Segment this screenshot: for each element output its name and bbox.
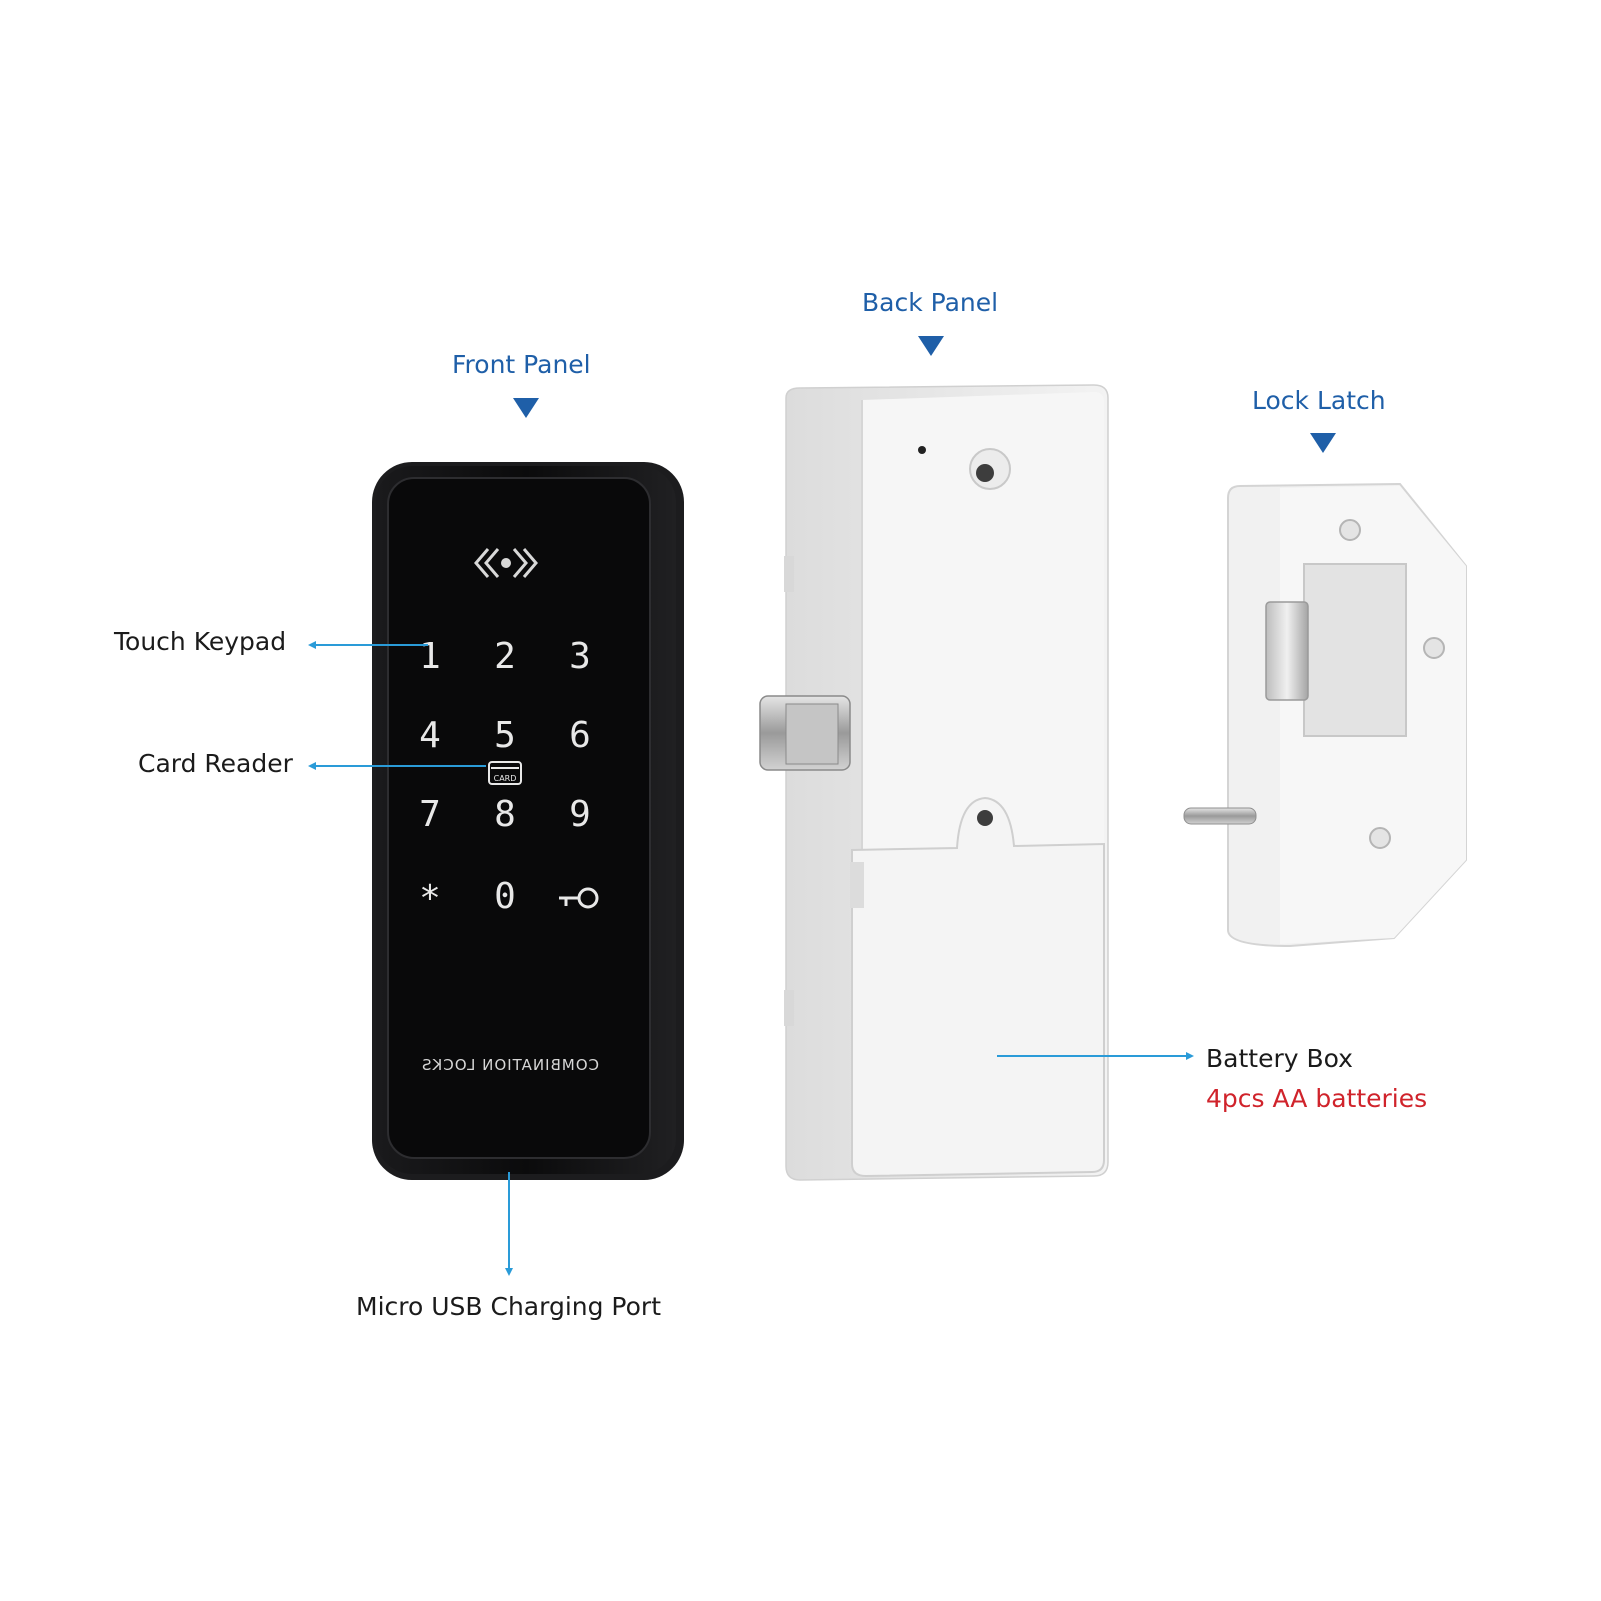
side-slot-top <box>784 556 794 592</box>
heading-lock-latch: Lock Latch <box>1252 386 1386 415</box>
touch-keypad: 1 2 3 4 5 6 7 8 9 * 0 <box>419 636 591 919</box>
nfc-icon <box>474 548 538 578</box>
callout-micro-usb: Micro USB Charging Port <box>356 1292 661 1321</box>
battery-cover <box>851 796 1105 1178</box>
card-label: CARD <box>494 774 517 783</box>
latch-screw-1 <box>1339 519 1361 541</box>
callout-touch-keypad: Touch Keypad <box>114 627 287 656</box>
front-panel-pointer-icon <box>513 398 539 418</box>
front-panel-glass <box>387 477 651 1159</box>
key-star[interactable]: * <box>419 878 441 919</box>
lock-latch-pointer-icon <box>1310 433 1336 453</box>
key-4[interactable]: 4 <box>419 715 441 756</box>
key-3[interactable]: 3 <box>569 636 591 677</box>
screw-hole-top-inner <box>976 464 994 482</box>
back-panel-top-face <box>862 392 1104 850</box>
battery-cover-tab <box>850 862 864 908</box>
front-panel: 1 2 3 4 5 6 7 8 9 * 0 CA <box>372 462 684 1180</box>
latch-pin <box>1183 807 1257 825</box>
screw-hole-bottom <box>977 810 993 826</box>
latch-recess <box>1303 563 1407 737</box>
heading-front-panel: Front Panel <box>452 350 591 379</box>
side-slot-bottom <box>784 990 794 1026</box>
callout-battery-box: Battery Box <box>1206 1044 1353 1073</box>
back-panel <box>759 384 1109 1181</box>
callout-battery-note: 4pcs AA batteries <box>1206 1084 1428 1113</box>
key-7[interactable]: 7 <box>419 794 441 835</box>
key-1[interactable]: 1 <box>419 636 441 677</box>
heading-back-panel: Back Panel <box>862 288 999 317</box>
card-reader: CARD <box>488 761 522 785</box>
latch-bolt <box>759 695 851 771</box>
callout-arrows <box>308 641 1194 1276</box>
panel-brand-text: COMBINATION LOCKS <box>421 1056 599 1074</box>
back-panel-pointer-icon <box>918 336 944 356</box>
latch-screw-2 <box>1423 637 1445 659</box>
key-6[interactable]: 6 <box>569 715 591 756</box>
lock-latch <box>1183 482 1467 948</box>
reset-hole <box>918 446 926 454</box>
key-9[interactable]: 9 <box>569 794 591 835</box>
latch-screw-3 <box>1369 827 1391 849</box>
key-2[interactable]: 2 <box>494 636 516 677</box>
key-icon[interactable] <box>559 887 599 909</box>
key-0[interactable]: 0 <box>494 876 516 917</box>
key-8[interactable]: 8 <box>494 794 516 835</box>
key-5[interactable]: 5 <box>494 715 516 756</box>
latch-catch <box>1265 601 1309 701</box>
callout-card-reader: Card Reader <box>138 749 293 778</box>
